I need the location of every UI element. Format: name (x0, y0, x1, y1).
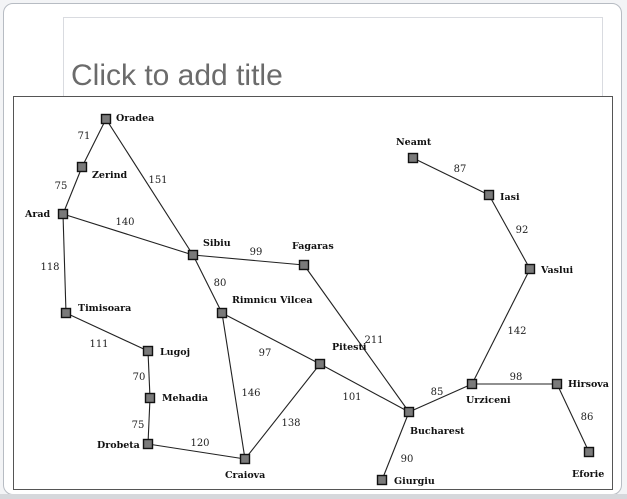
distance-label-mehadia-drobeta: 75 (132, 420, 145, 431)
distance-label-pitesti-bucharest: 101 (342, 392, 361, 403)
distance-label-timisoara-lugoj: 111 (89, 339, 108, 350)
city-label-hirsova: Hirsova (568, 379, 609, 390)
road-vaslui-iasi (488, 194, 531, 270)
road-zerind-arad (62, 166, 83, 215)
road-oradea-sibiu (105, 118, 194, 256)
road-craiova-pitesti (244, 363, 321, 460)
city-node-fagaras (298, 259, 310, 271)
city-node-urziceni (466, 378, 478, 390)
city-label-mehadia: Mehadia (162, 393, 208, 404)
city-label-eforie: Eforie (572, 469, 604, 480)
city-label-fagaras: Fagaras (292, 241, 334, 252)
city-label-rimnicu: Rimnicu Vilcea (232, 295, 312, 306)
city-node-drobeta (142, 438, 154, 450)
road-drobeta-craiova (147, 443, 246, 460)
distance-label-bucharest-urziceni: 85 (431, 387, 444, 398)
city-node-timisoara (60, 307, 72, 319)
city-label-iasi: Iasi (500, 192, 520, 203)
distance-label-oradea-zerind: 71 (78, 131, 91, 142)
distance-label-fagaras-bucharest: 211 (364, 335, 383, 346)
city-label-vaslui: Vaslui (540, 265, 574, 276)
road-iasi-neamt (412, 157, 490, 196)
distance-label-bucharest-giurgiu: 90 (401, 454, 414, 465)
city-node-giurgiu (376, 474, 388, 486)
city-label-lugoj: Lugoj (160, 347, 190, 358)
road-rimnicu-craiova (221, 312, 246, 460)
city-node-lugoj (142, 345, 154, 357)
city-node-pitesti (314, 358, 326, 370)
road-fagaras-bucharest (303, 264, 410, 413)
distance-label-sibiu-fagaras: 99 (250, 247, 263, 258)
city-label-giurgiu: Giurgiu (394, 476, 435, 487)
distance-label-sibiu-rimnicu: 80 (214, 278, 227, 289)
road-bucharest-urziceni (408, 383, 473, 413)
city-node-zerind (76, 161, 88, 173)
city-label-arad: Arad (24, 209, 51, 220)
city-node-mehadia (144, 392, 156, 404)
city-label-pitesti: Pitesti (332, 342, 367, 353)
road-arad-timisoara (62, 213, 67, 314)
city-node-arad (57, 208, 69, 220)
road-bucharest-giurgiu (381, 411, 410, 481)
road-arad-sibiu (62, 213, 194, 256)
distance-label-arad-sibiu: 140 (115, 217, 134, 228)
city-label-drobeta: Drobeta (97, 440, 140, 451)
road-mehadia-drobeta (147, 397, 151, 445)
city-label-urziceni: Urziceni (466, 395, 511, 406)
distance-label-arad-timisoara: 118 (40, 262, 59, 273)
city-label-neamt: Neamt (396, 137, 432, 148)
city-label-timisoara: Timisoara (78, 303, 131, 314)
city-label-craiova: Craiova (225, 470, 265, 481)
city-node-craiova (239, 453, 251, 465)
distance-label-urziceni-vaslui: 142 (507, 326, 526, 337)
city-node-bucharest (403, 406, 415, 418)
road-lugoj-mehadia (147, 350, 151, 399)
distance-label-rimnicu-craiova: 146 (241, 388, 260, 399)
romania-map-figure[interactable]: 71 75 151 140 118 111 70 75 120 99 80 97 146 138 211 10… (13, 96, 613, 490)
road-sibiu-fagaras (192, 254, 305, 266)
road-sibiu-rimnicu (192, 254, 223, 314)
city-label-oradea: Oradea (116, 113, 154, 124)
distance-label-lugoj-mehadia: 70 (133, 372, 146, 383)
city-label-sibiu: Sibiu (203, 238, 231, 249)
road-urziceni-vaslui (471, 268, 531, 385)
city-node-hirsova (551, 378, 563, 390)
city-node-neamt (407, 152, 419, 164)
city-label-zerind: Zerind (92, 170, 128, 181)
title-placeholder[interactable]: Click to add title (63, 17, 603, 97)
city-node-sibiu (187, 249, 199, 261)
distance-label-rimnicu-pitesti: 97 (259, 348, 272, 359)
distance-label-oradea-sibiu: 151 (148, 175, 167, 186)
road-timisoara-lugoj (65, 312, 149, 352)
city-node-vaslui (524, 263, 536, 275)
distance-label-urziceni-hirsova: 98 (510, 372, 523, 383)
distance-label-hirsova-eforie: 86 (581, 412, 594, 423)
city-node-oradea (100, 113, 112, 125)
distance-label-zerind-arad: 75 (55, 181, 68, 192)
road-rimnicu-pitesti (221, 312, 321, 365)
distance-label-iasi-neamt: 87 (454, 164, 467, 175)
city-label-bucharest: Bucharest (410, 426, 465, 437)
distance-label-craiova-pitesti: 138 (281, 418, 300, 429)
slide-bottom-edge (0, 494, 627, 499)
city-node-rimnicu (216, 307, 228, 319)
city-node-iasi (483, 189, 495, 201)
distance-label-vaslui-iasi: 92 (516, 225, 529, 236)
road-hirsova-eforie (556, 383, 590, 453)
title-placeholder-text: Click to add title (71, 59, 283, 92)
city-node-eforie (583, 446, 595, 458)
romania-road-map: 71 75 151 140 118 111 70 75 120 99 80 97 146 138 211 10… (24, 113, 609, 487)
road-oradea-zerind (81, 118, 107, 168)
distance-label-drobeta-craiova: 120 (190, 438, 209, 449)
road-pitesti-bucharest (319, 363, 410, 413)
